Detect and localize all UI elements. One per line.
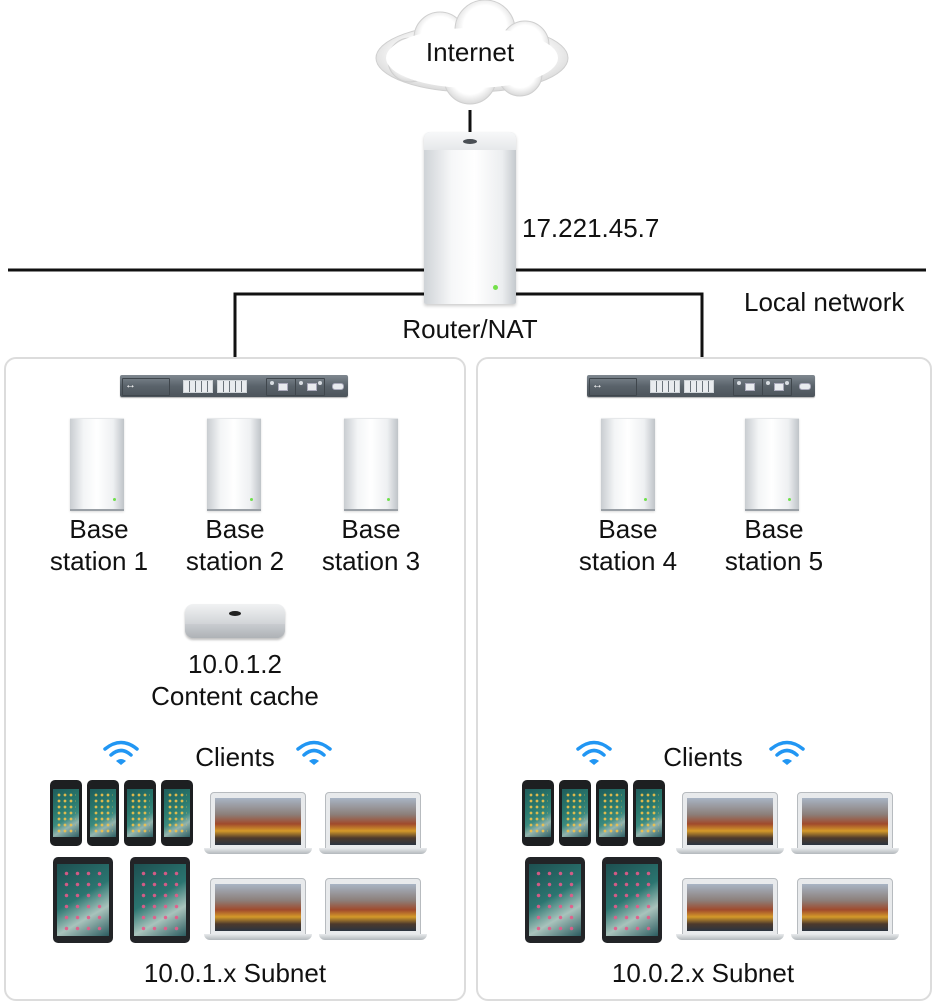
ethernet-ports-icon [183, 380, 213, 393]
ipad-client[interactable] [602, 857, 662, 943]
iphone-client[interactable] [596, 780, 628, 846]
base-station-4-label: Base station 4 [578, 514, 678, 576]
subnet-2-label: 10.0.2.x Subnet [611, 958, 795, 988]
ipad-client[interactable] [53, 857, 113, 943]
macbook-client[interactable] [319, 878, 427, 940]
apple-logo-icon [463, 139, 477, 144]
base-station-3-label: Base station 3 [321, 514, 421, 576]
wifi-icon [769, 740, 805, 765]
link-arrow-icon: ↔ [592, 379, 603, 391]
console-port-icon [332, 383, 344, 390]
router-label: Router/NAT [402, 314, 538, 344]
iphone-client[interactable] [124, 780, 156, 846]
router-public-ip: 17.221.45.7 [522, 213, 660, 243]
wifi-icon [576, 740, 612, 765]
iphone-client[interactable] [50, 780, 82, 846]
content-cache-name: Content cache [151, 681, 319, 711]
macbook-client[interactable] [791, 792, 899, 854]
base-station-5[interactable] [745, 418, 799, 511]
wifi-icon [296, 740, 332, 765]
status-led-icon [113, 498, 116, 501]
clients-label-1: Clients [195, 742, 275, 772]
base-station-1-label: Base station 1 [49, 514, 149, 576]
ethernet-ports-icon [684, 380, 714, 393]
router-to-switch-1-line [233, 292, 430, 375]
macbook-client[interactable] [676, 792, 784, 854]
macbook-client[interactable] [676, 878, 784, 940]
content-cache-ip: 10.0.1.2 [188, 649, 282, 679]
base-station-5-label: Base station 5 [724, 514, 824, 576]
iphone-client[interactable] [87, 780, 119, 846]
console-port-icon [799, 383, 811, 390]
macbook-client[interactable] [791, 878, 899, 940]
iphone-client[interactable] [161, 780, 193, 846]
content-cache-mac-mini[interactable] [185, 604, 285, 638]
iphone-client[interactable] [559, 780, 591, 846]
iphone-client[interactable] [633, 780, 665, 846]
network-switch-2[interactable]: ↔ [587, 375, 815, 397]
macbook-client[interactable] [204, 792, 312, 854]
clients-label-2: Clients [663, 742, 743, 772]
content-cache-label: 10.0.1.2 Content cache [120, 648, 350, 712]
router-device[interactable] [424, 132, 516, 304]
status-led-icon [387, 498, 390, 501]
macbook-client[interactable] [319, 792, 427, 854]
base-station-2[interactable] [207, 418, 261, 511]
base-station-4[interactable] [601, 418, 655, 511]
ipad-client[interactable] [525, 857, 585, 943]
ethernet-ports-icon [217, 380, 247, 393]
base-station-2-label: Base station 2 [185, 514, 285, 576]
status-led-icon [250, 498, 253, 501]
ipad-client[interactable] [130, 857, 190, 943]
internet-cloud-icon [375, 0, 569, 105]
wifi-icon [103, 740, 139, 765]
router-to-switch-2-line [510, 292, 704, 375]
base-station-1[interactable] [70, 418, 124, 511]
status-led-icon [788, 498, 791, 501]
link-arrow-icon: ↔ [125, 379, 136, 391]
status-led-icon [644, 498, 647, 501]
status-led-icon [493, 285, 498, 290]
ethernet-ports-icon [650, 380, 680, 393]
base-station-3[interactable] [344, 418, 398, 511]
subnet-1-label: 10.0.1.x Subnet [143, 958, 327, 988]
apple-logo-icon [229, 611, 241, 616]
iphone-client[interactable] [522, 780, 554, 846]
local-network-label: Local network [744, 287, 905, 317]
network-switch-1[interactable]: ↔ [120, 375, 348, 397]
macbook-client[interactable] [204, 878, 312, 940]
internet-label: Internet [425, 37, 515, 67]
